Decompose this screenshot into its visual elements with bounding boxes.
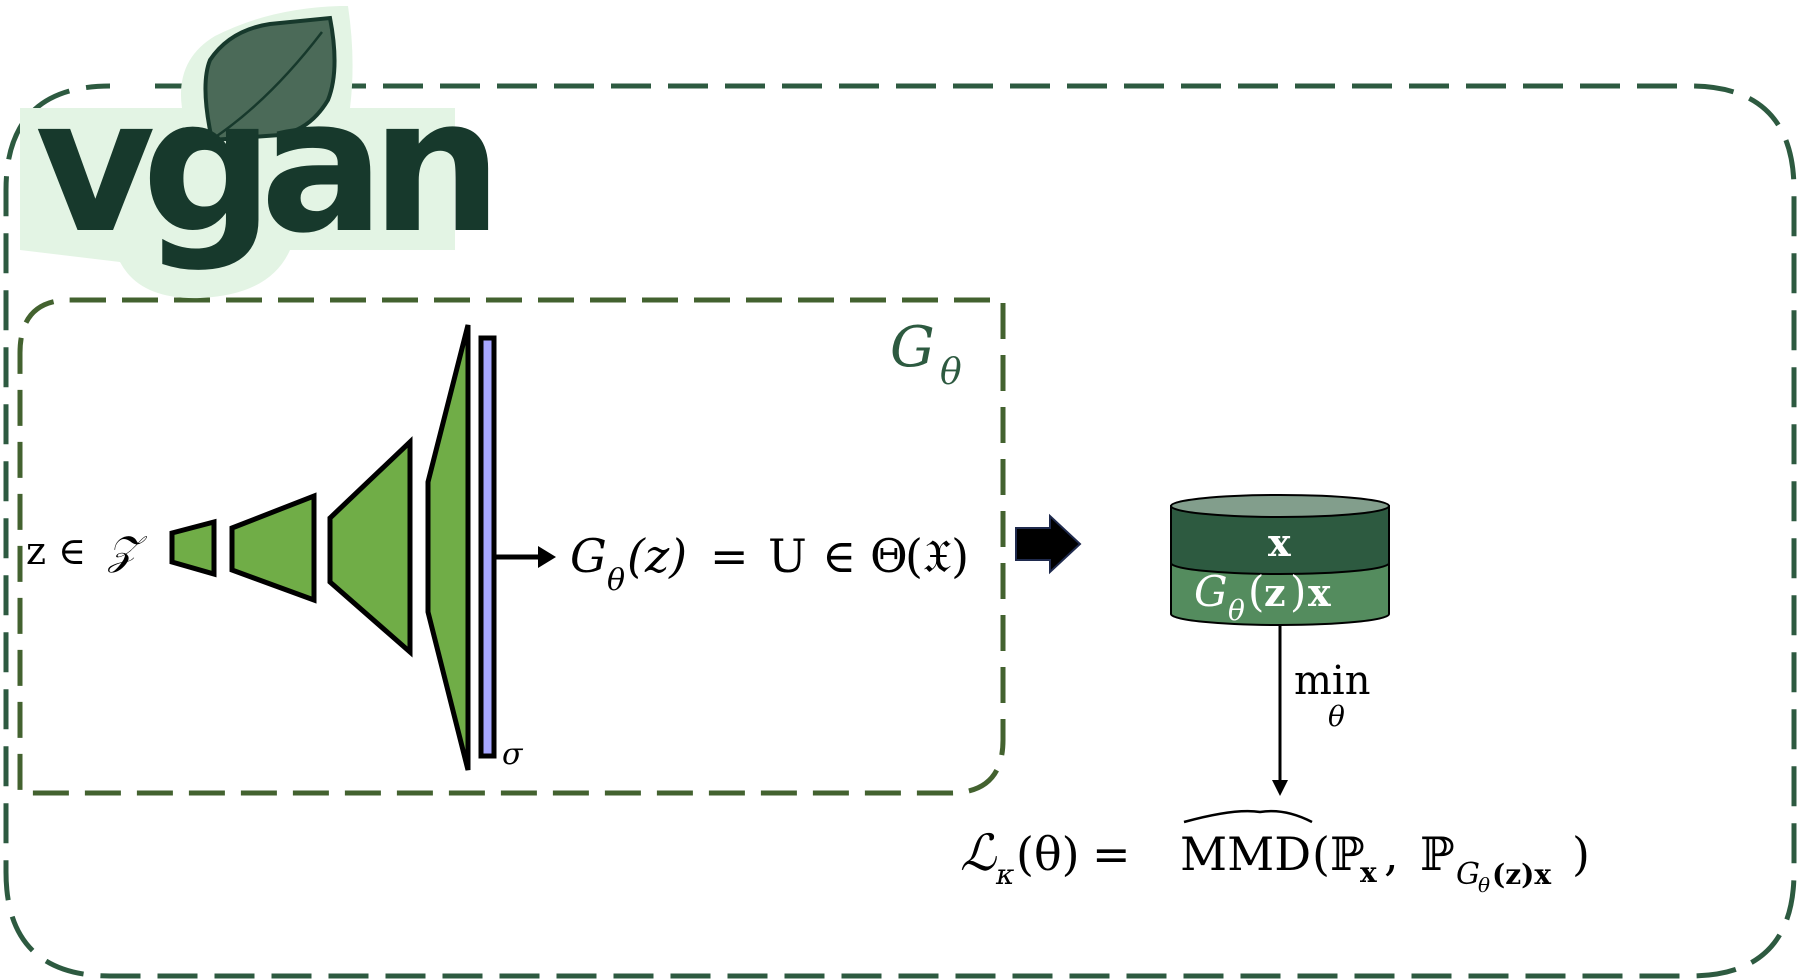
- generator-label: G θ: [890, 315, 962, 393]
- sigma-label: σ: [502, 737, 524, 772]
- output-arg: (z): [627, 529, 687, 583]
- input-in: ∈: [58, 529, 86, 573]
- loss-p1-sub: x: [1360, 856, 1377, 889]
- db-open: (: [1248, 567, 1264, 616]
- logo-text: vgan: [35, 58, 489, 274]
- db-x: x: [1308, 570, 1331, 615]
- loss-comma: ,: [1384, 827, 1399, 881]
- database-top-label: x: [1268, 520, 1291, 565]
- loss-arg: (θ): [1016, 827, 1080, 881]
- database-icon: x G θ ( z ) x: [1170, 494, 1390, 627]
- loss-p1: ℙ: [1330, 827, 1365, 881]
- leaf-icon: [203, 15, 337, 143]
- database-lid: [1170, 494, 1390, 518]
- logo-glow: [20, 6, 455, 299]
- vgan-logo: vgan: [20, 6, 503, 299]
- block-arrow: [1015, 513, 1082, 575]
- sigma-activation: [478, 335, 497, 759]
- outer-boundary: [3, 83, 1797, 979]
- loss-p2-sub-theta: θ: [1478, 873, 1490, 897]
- generator-label-sub: θ: [940, 352, 962, 393]
- loss-mmd: MMD: [1180, 827, 1311, 881]
- output-in: ∈: [822, 529, 856, 583]
- db-z: z: [1264, 570, 1286, 615]
- layer-1: [169, 518, 217, 578]
- layer-2: [229, 492, 317, 604]
- generator-boundary: [17, 297, 1006, 796]
- min-word: min: [1294, 658, 1370, 704]
- database-bottom-label: G θ ( z ) x: [1194, 567, 1331, 627]
- loss-p2-sub-rest: (z)x: [1492, 858, 1551, 891]
- database-top: [1170, 505, 1390, 575]
- output-u: U: [768, 529, 807, 583]
- input-space: 𝒵: [107, 528, 148, 574]
- min-arrow: [1272, 626, 1288, 796]
- output-g-sub: θ: [607, 563, 625, 598]
- loss-p2: ℙ: [1420, 827, 1455, 881]
- db-g-sub: θ: [1228, 594, 1245, 627]
- min-sub: θ: [1328, 700, 1345, 733]
- loss-open: (: [1312, 827, 1330, 881]
- output-eq: =: [710, 529, 749, 583]
- mmd-hat: [1183, 809, 1313, 824]
- loss-l-sub: κ: [995, 858, 1014, 891]
- database-bottom: [1170, 562, 1390, 626]
- loss-eq: =: [1092, 827, 1131, 881]
- output-theta: Θ: [870, 529, 908, 583]
- loss-equation: ℒ κ (θ) = MMD ( ℙ x , ℙ G θ (z)x ): [960, 809, 1590, 897]
- generator-label-main: G: [890, 315, 935, 380]
- db-close: ): [1290, 567, 1306, 616]
- db-g: G: [1194, 567, 1228, 616]
- layer-3: [327, 436, 413, 658]
- min-label: min θ: [1294, 658, 1370, 733]
- layer-4: [425, 324, 471, 771]
- output-space: (𝔛): [905, 529, 969, 583]
- loss-close: ): [1572, 827, 1590, 881]
- output-g: G: [570, 529, 607, 583]
- loss-p2-sub-g: G: [1456, 857, 1480, 892]
- input-label: z ∈ 𝒵: [26, 528, 148, 574]
- output-arrow: [494, 546, 556, 568]
- input-var: z: [26, 529, 46, 573]
- output-equation: G θ (z) = U ∈ Θ (𝔛): [570, 529, 969, 598]
- loss-l: ℒ: [960, 824, 997, 882]
- network-layers: σ: [169, 324, 524, 772]
